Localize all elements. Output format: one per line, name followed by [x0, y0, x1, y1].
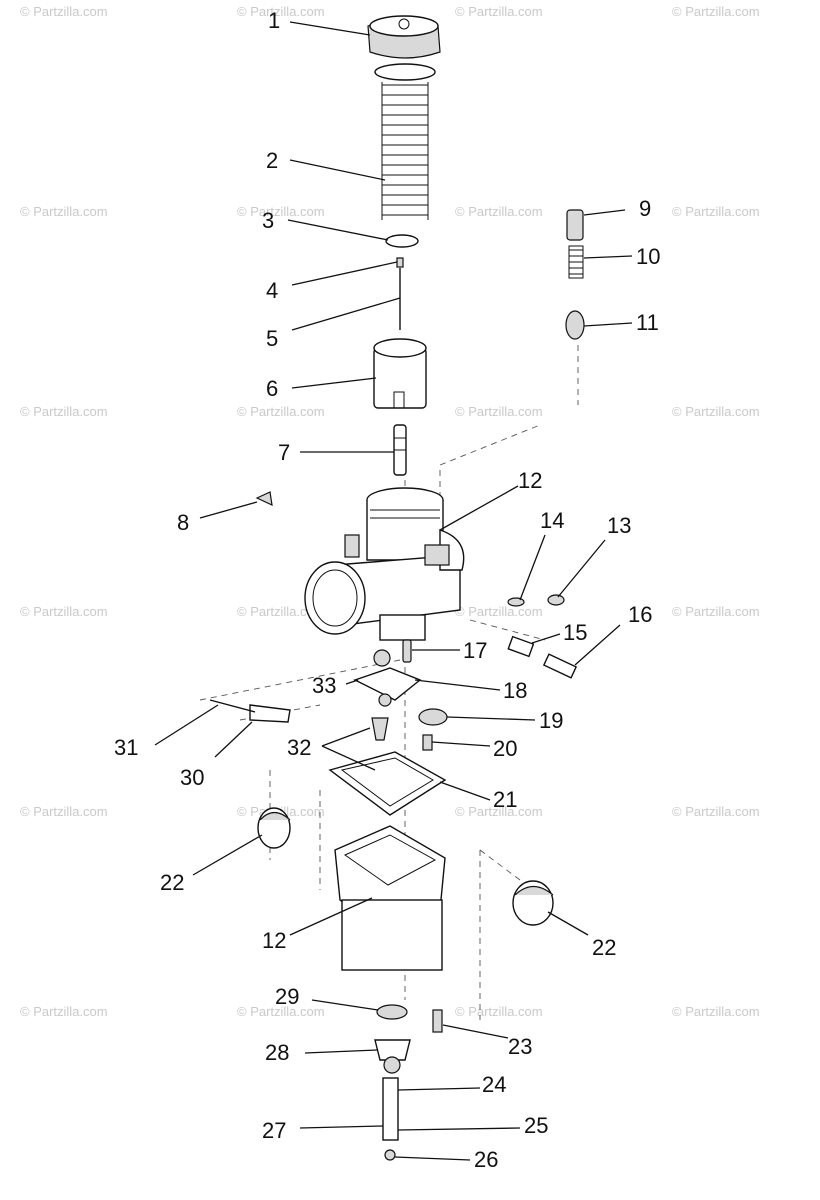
watermark-text: © Partzilla.com [672, 1004, 760, 1019]
watermark-text: © Partzilla.com [455, 604, 543, 619]
watermark-text: © Partzilla.com [455, 404, 543, 419]
callout-20[interactable]: 20 [493, 736, 517, 761]
callout-14[interactable]: 14 [540, 508, 564, 533]
callout-29[interactable]: 29 [275, 984, 299, 1009]
callout-28[interactable]: 28 [265, 1040, 289, 1065]
callout-8[interactable]: 8 [177, 510, 189, 535]
callout-25[interactable]: 25 [524, 1113, 548, 1138]
floats [257, 807, 554, 926]
pilot-screw-parts [565, 209, 585, 340]
watermark-text: © Partzilla.com [20, 604, 108, 619]
center-watermark: © Partzilla.com [455, 204, 543, 219]
callout-15[interactable]: 15 [563, 620, 587, 645]
watermark-layer: © Partzilla.com © Partzilla.com © Partzill… [20, 4, 760, 1019]
callout-12-bowl[interactable]: 12 [262, 928, 286, 953]
watermark-text: © Partzilla.com [237, 404, 325, 419]
watermark-text: © Partzilla.com [455, 4, 543, 19]
callout-13[interactable]: 13 [607, 513, 631, 538]
watermark-text: © Partzilla.com [20, 1004, 108, 1019]
watermark-text: © Partzilla.com [237, 4, 325, 19]
callout-19[interactable]: 19 [539, 708, 563, 733]
watermark-text: © Partzilla.com [455, 1004, 543, 1019]
callout-22-left[interactable]: 22 [160, 870, 184, 895]
callout-33[interactable]: 33 [312, 673, 336, 698]
callout-7[interactable]: 7 [278, 440, 290, 465]
float-valve-seat [353, 649, 422, 707]
float-bowl [334, 825, 446, 971]
callout-24[interactable]: 24 [482, 1072, 506, 1097]
throttle-spring [381, 82, 429, 220]
callout-9[interactable]: 9 [639, 196, 651, 221]
callout-6[interactable]: 6 [266, 376, 278, 401]
callout-11[interactable]: 11 [636, 310, 659, 335]
main-jet-parts [418, 708, 448, 751]
callout-17[interactable]: 17 [463, 638, 487, 663]
top-cap [367, 15, 441, 81]
throttle-slide [373, 338, 427, 409]
callout-4[interactable]: 4 [266, 278, 278, 303]
watermark-text: © Partzilla.com [672, 4, 760, 19]
watermark-text: © Partzilla.com [20, 804, 108, 819]
callout-23[interactable]: 23 [508, 1034, 532, 1059]
float-pin-clip [209, 699, 291, 723]
watermark-text: © Partzilla.com [237, 604, 325, 619]
watermark-text: © Partzilla.com [237, 204, 325, 219]
watermark-text: © Partzilla.com [672, 404, 760, 419]
bottom-parts [374, 1004, 443, 1161]
callout-16[interactable]: 16 [628, 602, 652, 627]
callout-18[interactable]: 18 [503, 678, 527, 703]
needle-parts [385, 234, 419, 330]
watermark-text: © Partzilla.com [672, 604, 760, 619]
leader-lines [154, 21, 633, 1161]
callout-12-body[interactable]: 12 [518, 468, 542, 493]
callout-labels: 1 2 3 4 5 6 7 8 9 10 11 12 13 14 15 16 1… [114, 8, 660, 1172]
watermark-text: © Partzilla.com [672, 204, 760, 219]
needle-jet [393, 424, 407, 476]
watermark-text: © Partzilla.com [237, 1004, 325, 1019]
screws-right [402, 594, 578, 679]
callout-32[interactable]: 32 [287, 735, 311, 760]
callout-31[interactable]: 31 [114, 735, 138, 760]
float-bowl-gasket [328, 751, 447, 816]
callout-26[interactable]: 26 [474, 1147, 498, 1172]
callout-2[interactable]: 2 [266, 148, 278, 173]
carburetor-body [304, 487, 465, 641]
callout-1[interactable]: 1 [268, 8, 280, 33]
callout-10[interactable]: 10 [636, 244, 660, 269]
watermark-text: © Partzilla.com [20, 204, 108, 219]
watermark-text: © Partzilla.com [20, 404, 108, 419]
callout-30[interactable]: 30 [180, 765, 204, 790]
watermark-text: © Partzilla.com [20, 4, 108, 19]
callout-22-right[interactable]: 22 [592, 935, 616, 960]
callout-21[interactable]: 21 [493, 787, 517, 812]
callout-5[interactable]: 5 [266, 326, 278, 351]
watermark-text: © Partzilla.com [455, 804, 543, 819]
small-pin [255, 491, 273, 507]
callout-27[interactable]: 27 [262, 1118, 286, 1143]
watermark-text: © Partzilla.com [672, 804, 760, 819]
callout-3[interactable]: 3 [262, 208, 274, 233]
